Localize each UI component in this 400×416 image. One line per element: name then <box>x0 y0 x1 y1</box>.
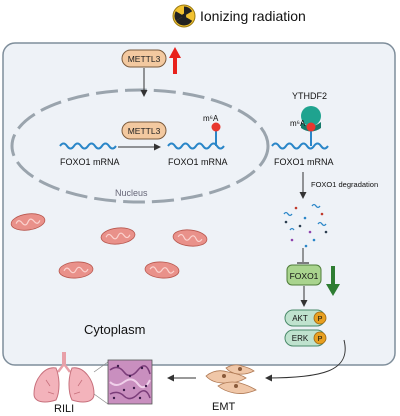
lung-icon <box>33 352 95 403</box>
m6a-mark-1 <box>211 122 221 132</box>
foxo1-protein: FOXO1 <box>286 264 322 286</box>
erk-label: ERK <box>292 334 309 343</box>
akt-box: AKT P <box>284 309 327 327</box>
title: Ionizing radiation <box>200 8 306 24</box>
foxo1-mrna-unmodified <box>59 142 117 150</box>
signaling-to-emt-arrow <box>265 339 346 382</box>
m6a-mark-2 <box>306 122 316 132</box>
nucleus-membrane <box>10 88 270 204</box>
erk-phospho-label: P <box>317 334 322 343</box>
foxo1-mrna-label-1: FOXO1 mRNA <box>60 157 120 167</box>
mitochondrion-icon <box>10 213 208 279</box>
cell-boundary <box>2 42 396 366</box>
m6a-label-2: m⁶A <box>290 119 306 128</box>
nucleus-label: Nucleus <box>115 188 148 198</box>
m6a-label-1: m⁶A <box>203 114 219 123</box>
mettl3-label-top: METTL3 <box>128 54 161 64</box>
erk-box: ERK P <box>284 329 327 347</box>
akt-label: AKT <box>292 314 308 323</box>
mettl3-up-arrow <box>169 47 181 74</box>
foxo1-mrna-label-3: FOXO1 mRNA <box>274 157 334 167</box>
fibroblast-cell-icon <box>205 364 257 394</box>
emt-label: EMT <box>212 401 236 413</box>
mettl3-enzyme-nuclear: METTL3 <box>121 121 167 140</box>
radiation-icon <box>172 4 196 28</box>
foxo1-mrna-bound <box>271 142 329 150</box>
foxo1-down-arrow <box>326 266 340 296</box>
mettl3-enzyme-top: METTL3 <box>121 49 167 68</box>
foxo1-mrna-label-2: FOXO1 mRNA <box>168 157 228 167</box>
tissue-histology-icon <box>107 359 153 405</box>
cytoplasm-label: Cytoplasm <box>84 322 145 337</box>
foxo1-mrna-methylated <box>167 142 225 150</box>
mettl3-label-nuclear: METTL3 <box>128 126 161 136</box>
foxo1-protein-label: FOXO1 <box>290 271 319 281</box>
rili-label: RILI <box>54 403 74 415</box>
akt-phospho-label: P <box>317 314 322 323</box>
ythdf2-label: YTHDF2 <box>292 91 327 101</box>
degradation-label: FOXO1 degradation <box>311 180 378 189</box>
mrna-fragments <box>283 203 328 248</box>
